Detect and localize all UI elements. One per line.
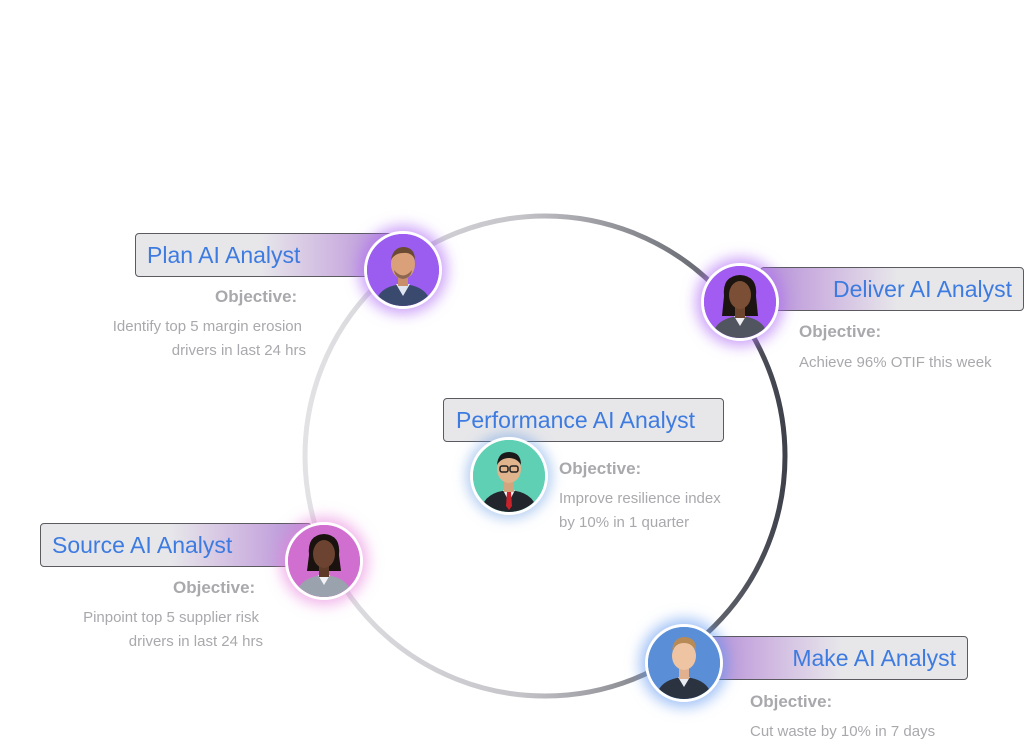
- woman-portrait-icon: [704, 266, 776, 338]
- plan-objective-line1: Identify top 5 margin erosion: [112, 318, 302, 335]
- deliver-analyst-name: Deliver AI Analyst: [833, 275, 1012, 302]
- plan-analyst-name: Plan AI Analyst: [147, 241, 301, 268]
- performance-objective-line1: Improve resilience index: [559, 490, 721, 507]
- source-objective-title: Objective:: [173, 578, 256, 597]
- woman-portrait-icon: [288, 525, 360, 597]
- performance-analyst-label[interactable]: Performance AI Analyst: [443, 398, 724, 442]
- deliver-analyst-avatar[interactable]: [701, 263, 779, 341]
- source-analyst-name: Source AI Analyst: [52, 531, 233, 558]
- source-analyst-avatar[interactable]: [285, 522, 363, 600]
- plan-analyst-label[interactable]: Plan AI Analyst: [135, 233, 397, 277]
- make-objective-line1: Cut waste by 10% in 7 days: [750, 723, 936, 740]
- performance-objective-title: Objective:: [559, 459, 642, 478]
- source-analyst-label[interactable]: Source AI Analyst: [40, 523, 312, 567]
- plan-objective-line2: drivers in last 24 hrs: [171, 342, 306, 359]
- performance-analyst-name: Performance AI Analyst: [456, 406, 696, 433]
- performance-analyst-avatar[interactable]: [470, 437, 548, 515]
- man-glasses-portrait-icon: [473, 440, 545, 512]
- man-portrait-icon: [648, 627, 720, 699]
- source-objective-line1: Pinpoint top 5 supplier risk: [83, 609, 259, 626]
- make-analyst-label[interactable]: Make AI Analyst: [704, 636, 968, 680]
- deliver-objective-title: Objective:: [799, 322, 882, 341]
- make-analyst-avatar[interactable]: [645, 624, 723, 702]
- make-analyst-name: Make AI Analyst: [792, 644, 956, 671]
- deliver-analyst-label[interactable]: Deliver AI Analyst: [760, 267, 1024, 311]
- source-objective-line2: drivers in last 24 hrs: [128, 633, 263, 650]
- make-objective-title: Objective:: [750, 692, 833, 711]
- plan-analyst-avatar[interactable]: [364, 231, 442, 309]
- man-portrait-icon: [367, 234, 439, 306]
- plan-objective-title: Objective:: [215, 287, 298, 306]
- deliver-objective-line1: Achieve 96% OTIF this week: [799, 354, 992, 371]
- performance-objective-line2: by 10% in 1 quarter: [559, 514, 690, 531]
